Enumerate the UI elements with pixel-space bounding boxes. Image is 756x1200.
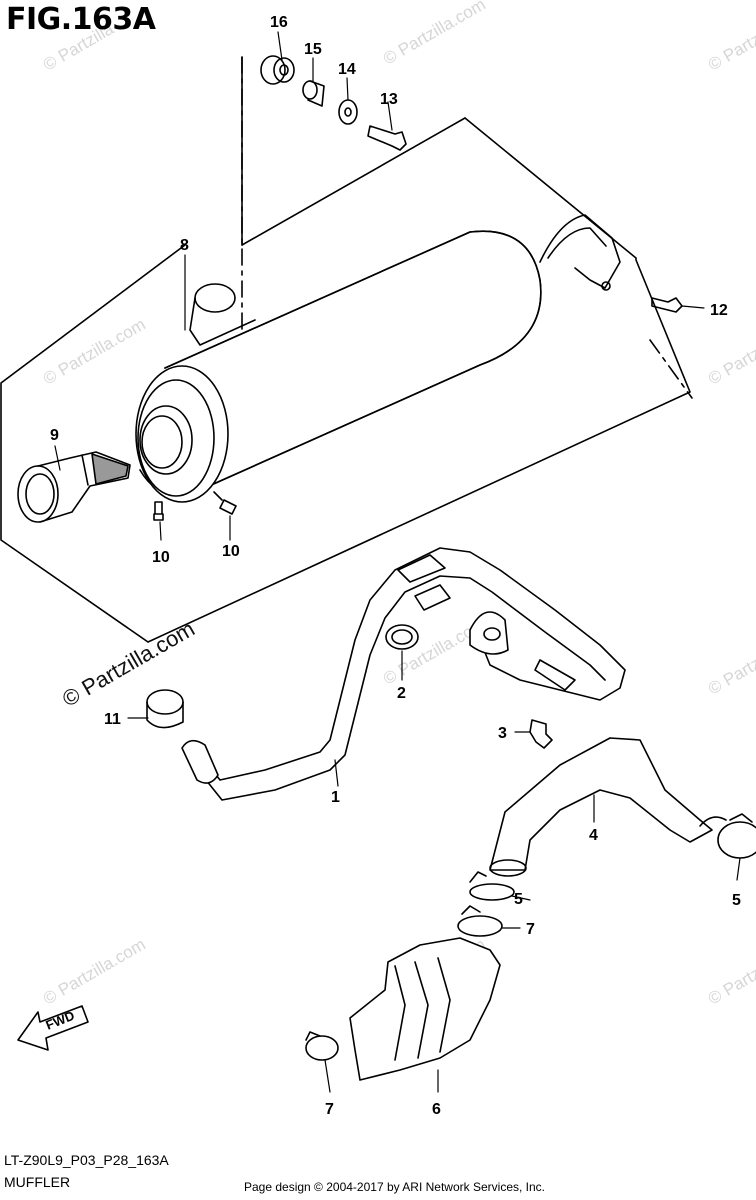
clamp-7b [305, 1031, 339, 1061]
callout-label: 12 [710, 302, 728, 319]
gasket-11 [146, 689, 184, 729]
gasket-2 [385, 624, 419, 650]
clamp-7a [457, 905, 503, 937]
callout-label: 10 [222, 543, 240, 560]
exhaust-pipe [181, 547, 626, 801]
screw-10b [213, 491, 237, 515]
callout-label: 1 [331, 789, 340, 806]
bolt-13 [367, 125, 407, 151]
connector-pipe-4 [489, 737, 727, 877]
callout-label: 16 [270, 14, 288, 31]
figure-title: FIG.163A [6, 2, 156, 37]
callout-label: 11 [104, 711, 121, 728]
heat-shield-6 [349, 937, 501, 1081]
figure-code: LT-Z90L9_P03_P28_163A [4, 1152, 169, 1168]
callout-label: 7 [526, 921, 535, 938]
copyright-notice: Page design © 2004-2017 by ARI Network S… [244, 1180, 546, 1194]
callout-label: 8 [180, 237, 189, 254]
callout-label: 6 [432, 1101, 441, 1118]
callout-label: 15 [304, 41, 322, 58]
assembly-outline [241, 117, 466, 246]
leader-lines [54, 31, 741, 1093]
callout-label: 14 [338, 61, 356, 78]
callout-label: 9 [50, 427, 59, 444]
callout-label: 4 [589, 827, 598, 844]
assembly-outline-dashed [241, 56, 693, 399]
callout-labels: 16 15 14 13 8 12 9 10 10 2 11 3 1 4 5 5 … [50, 14, 741, 1118]
washer-14 [338, 99, 358, 125]
screw-10a [153, 501, 164, 521]
collar-15 [302, 80, 325, 107]
callout-label: 10 [152, 549, 170, 566]
grommet-16 [260, 55, 295, 85]
callout-label: 2 [397, 685, 406, 702]
callout-label: 13 [380, 91, 398, 108]
bolt-3 [529, 719, 553, 749]
callout-label: 3 [498, 725, 507, 742]
assembly-outline [0, 56, 691, 643]
spark-arrestor-insert [17, 451, 131, 523]
clamp-5a [469, 871, 515, 901]
forward-arrow-icon: FWD [17, 1005, 89, 1051]
muffler-body [135, 214, 621, 503]
callout-label: 5 [732, 892, 741, 909]
bolt-12 [651, 297, 683, 313]
callout-label: 7 [325, 1101, 334, 1118]
figure-name: MUFFLER [4, 1174, 71, 1190]
callout-label: 5 [514, 891, 523, 908]
clamp-5b [717, 813, 756, 859]
